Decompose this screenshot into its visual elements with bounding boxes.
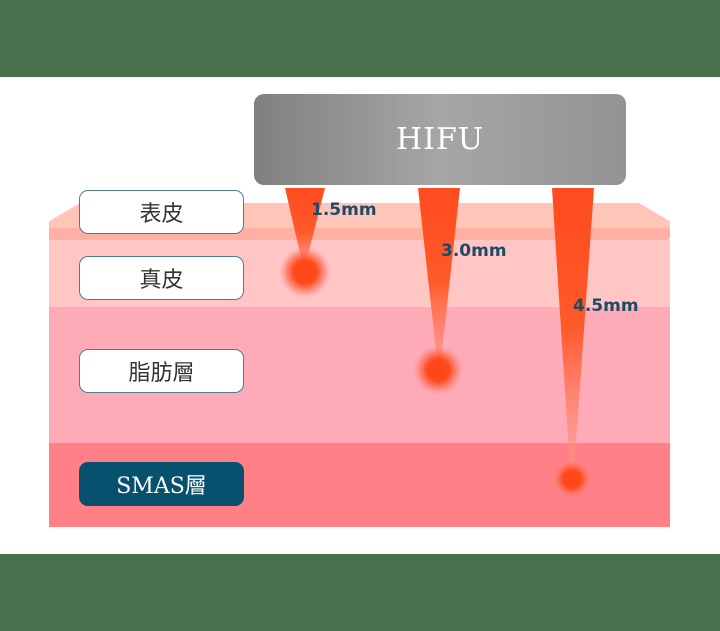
beam-3-icon — [552, 188, 594, 470]
top-band — [0, 0, 720, 77]
label-fat: 脂肪層 — [79, 349, 244, 393]
hifu-label: HIFU — [395, 122, 485, 157]
depth-label-1: 1.5mm — [311, 200, 377, 220]
beam-1-icon — [285, 188, 325, 262]
label-epidermis: 表皮 — [79, 190, 244, 234]
beam-2-icon — [418, 188, 460, 360]
label-smas: SMAS層 — [79, 462, 244, 506]
hifu-device: HIFU — [254, 94, 626, 185]
focal-point-1-icon — [279, 246, 331, 298]
depth-label-3: 4.5mm — [573, 296, 639, 316]
label-dermis: 真皮 — [79, 256, 244, 300]
focal-point-2-icon — [413, 345, 463, 395]
bottom-band — [0, 554, 720, 631]
focal-point-3-icon — [552, 459, 592, 499]
depth-label-2: 3.0mm — [441, 241, 507, 261]
